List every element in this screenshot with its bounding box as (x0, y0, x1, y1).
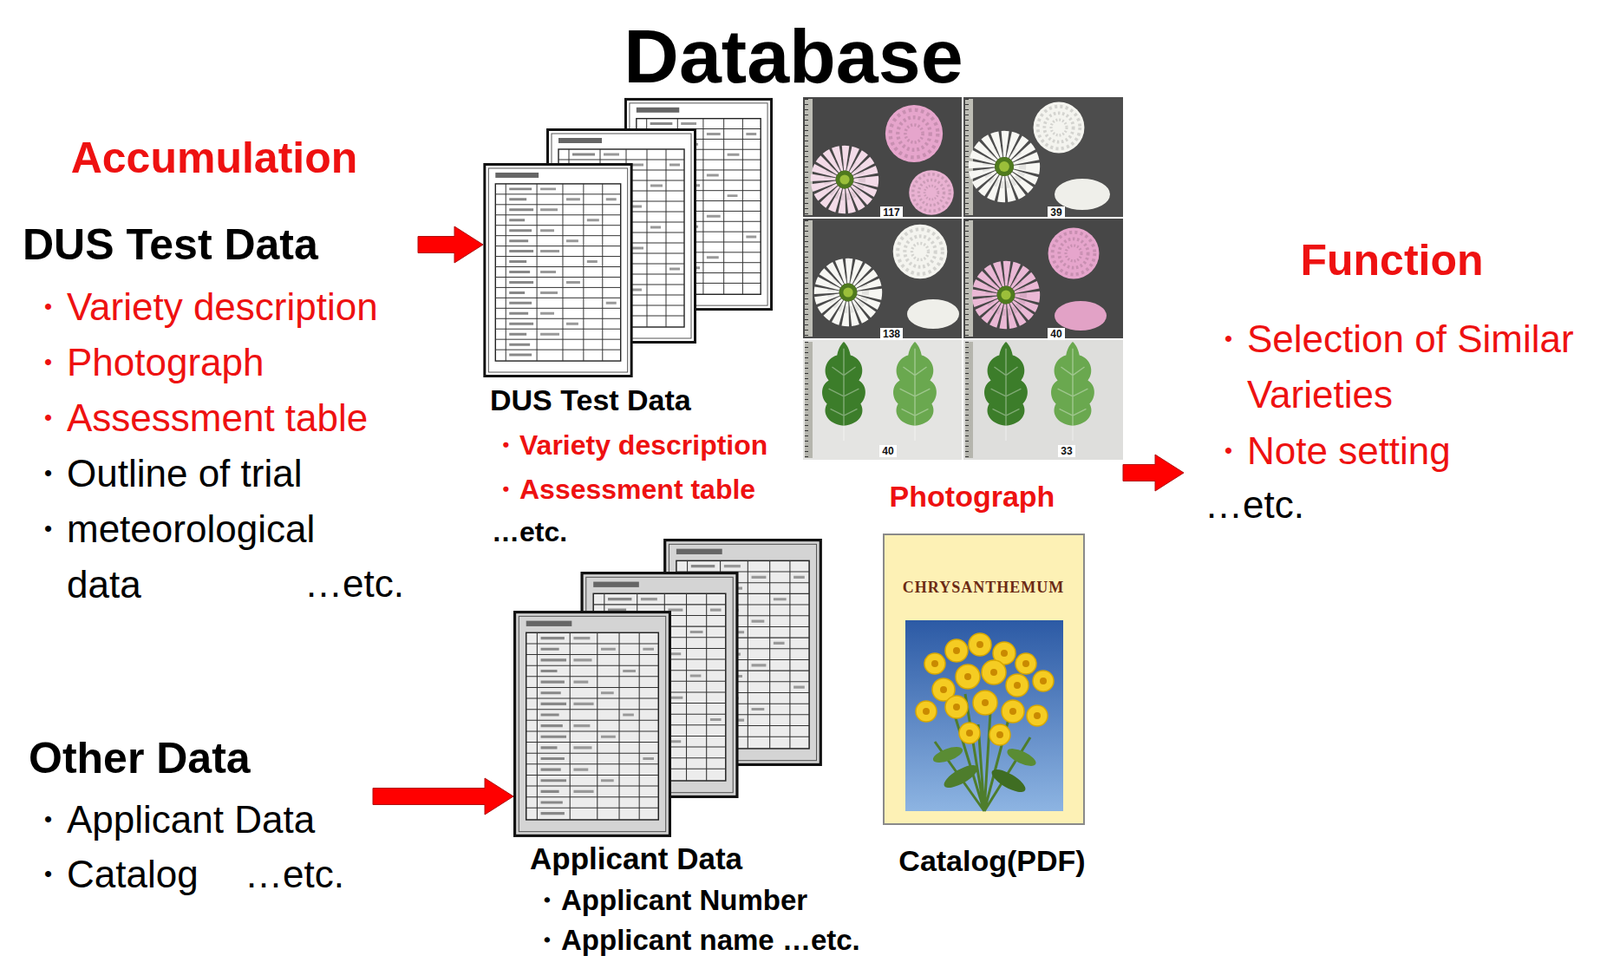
cover-sheet (883, 534, 1085, 824)
leaves (822, 341, 1095, 441)
document-group: Applicant Data・Applicant Number・Applican… (513, 538, 880, 960)
cover-title: CHRYSANTHEMUM (902, 576, 1065, 598)
flower-bunch (915, 633, 1054, 811)
etc-note: …etc. (491, 512, 568, 551)
etc-note: …etc. (304, 555, 405, 612)
photo-cell (963, 339, 1124, 460)
etc-note: …etc. (1204, 476, 1305, 533)
section-heading: Function (1299, 234, 1483, 287)
catalog-cover (882, 533, 1085, 825)
list-item: ・Applicant name …etc. (532, 920, 861, 960)
photo-number: 39 (1047, 206, 1065, 219)
photo-cell (963, 97, 1124, 217)
database-title: Database (623, 13, 963, 100)
ruler (804, 98, 974, 458)
photo-number: 40 (879, 444, 896, 458)
group-heading: Catalog(PDF) (898, 841, 1085, 880)
list-item: ・Applicant Data (28, 791, 315, 848)
photo-cell (803, 339, 962, 460)
document-group: DUS Test Data ・Variety description ・Assess… (483, 97, 794, 556)
group-heading: DUS Test Data (489, 380, 692, 419)
catalog-group: CHRYSANTHEMUM Catalog(PDF) (882, 533, 1091, 881)
list-item: ・Outline of trial (28, 445, 302, 502)
flowers (822, 102, 1111, 331)
etc-note: …etc. (244, 846, 345, 902)
section-heading: Accumulation (71, 131, 359, 184)
document-page (484, 163, 632, 376)
document-stack (513, 538, 823, 837)
database-container: Database DUS Test Data ・Variety descripti… (433, 5, 1174, 965)
source-panel: AccumulationDUS Test Data ・Variety descri… (5, 131, 418, 621)
list-item: ・Photograph (28, 334, 265, 391)
photo-number: 117 (880, 206, 902, 219)
group-heading: Applicant Data (529, 839, 743, 878)
cover-photo (905, 620, 1064, 811)
document-page (515, 612, 671, 836)
group-heading: Photograph (889, 476, 1056, 516)
connector-arrow (372, 777, 514, 815)
connector-arrow (1123, 454, 1184, 491)
photo-grid (803, 97, 1124, 460)
connector-arrow (417, 226, 484, 263)
photo-number: 40 (1047, 327, 1065, 340)
photo-number: 138 (880, 327, 903, 340)
list-item: ・Note setting (1208, 423, 1451, 479)
document-stack (483, 97, 773, 378)
list-item: ・Catalog (28, 846, 199, 902)
photo-number: 33 (1057, 444, 1075, 458)
list-item: ・Assessment table (491, 470, 756, 509)
list-item: ・Applicant Number (532, 880, 808, 921)
panel-heading: DUS Test Data (22, 218, 319, 271)
photo-cell (803, 218, 962, 339)
photo-cell (803, 97, 962, 217)
list-item: ・Variety description (491, 425, 768, 464)
panel-heading: Other Data (28, 731, 251, 784)
source-panel: Other Data ・Applicant Data・Catalog …etc. (10, 714, 373, 937)
photo-cell (963, 218, 1124, 339)
function-panel: Function ・Selection of Similar Varieties・… (1183, 234, 1600, 542)
list-item: ・Variety description (28, 279, 379, 335)
photo-frame (803, 97, 1124, 460)
list-item: ・Selection of Similar Varieties (1208, 311, 1595, 423)
list-item: ・Assessment table (28, 390, 368, 446)
